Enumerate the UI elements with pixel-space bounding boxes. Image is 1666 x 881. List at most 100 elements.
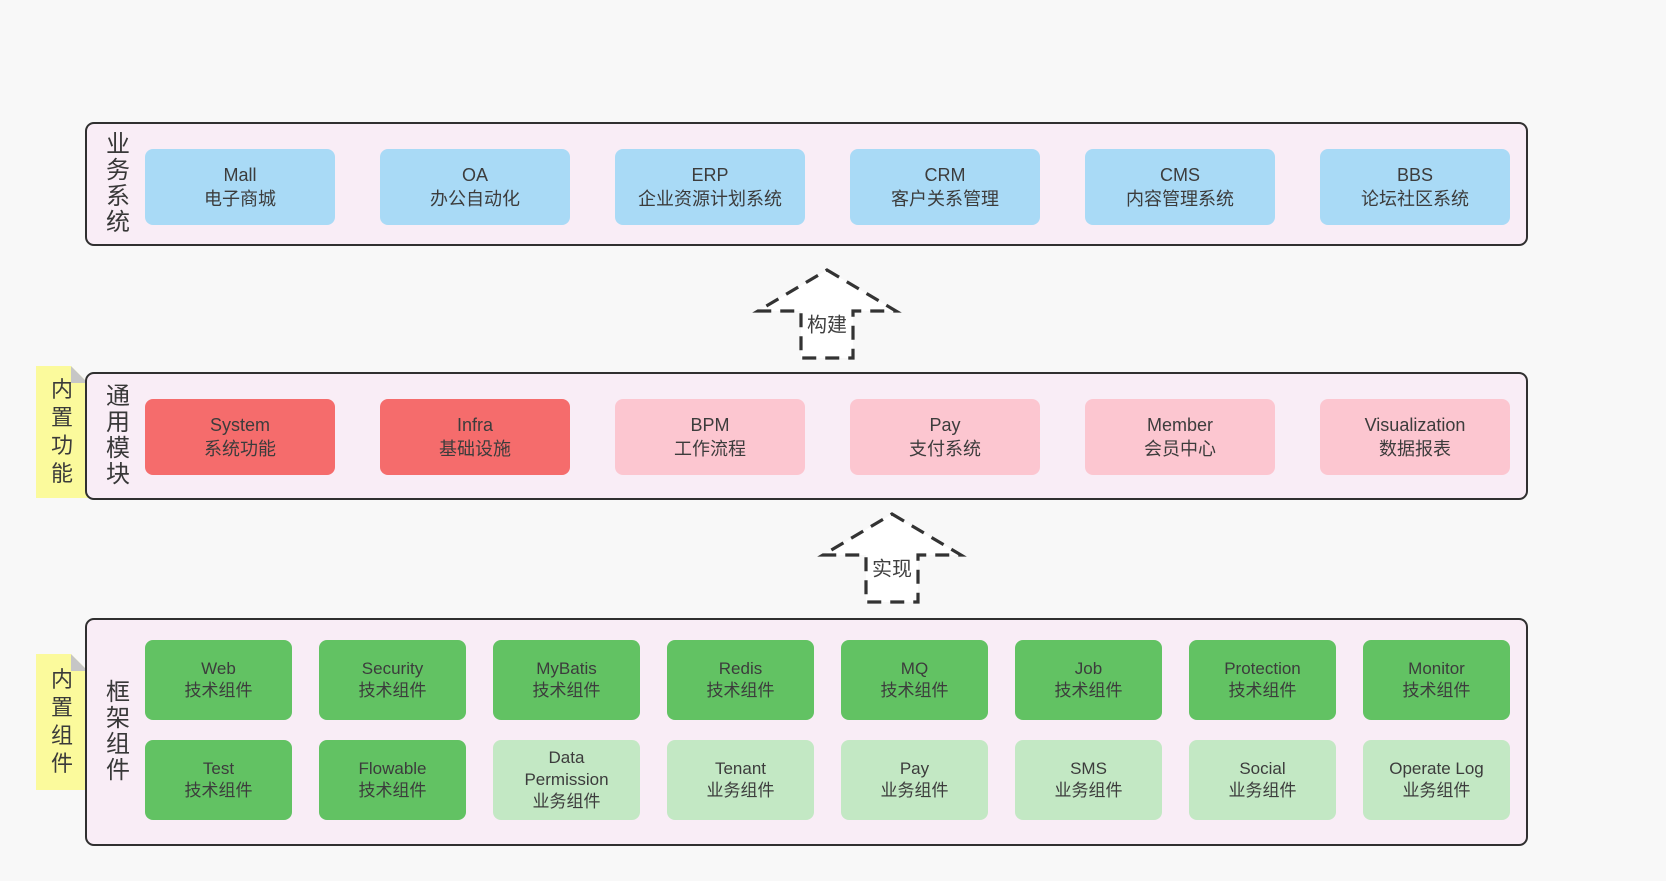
box-sms-name: SMS xyxy=(1070,759,1107,778)
box-member-name: Member xyxy=(1146,415,1213,435)
box-monitor-desc: 技术组件 xyxy=(1402,681,1471,700)
box-tenant-name: Tenant xyxy=(714,759,767,778)
modules-boxes-row: System 系统功能 Infra 基础设施 BPM 工作流程 Pay 支付系统… xyxy=(145,399,1510,475)
box-job: Job 技术组件 xyxy=(1015,640,1162,720)
box-protection-desc: 技术组件 xyxy=(1228,681,1297,700)
components-row-2: Test 技术组件 Flowable 技术组件 Data Permission … xyxy=(145,740,1510,820)
box-test-name: Test xyxy=(202,759,235,778)
box-visualization-desc: 数据报表 xyxy=(1379,439,1451,459)
box-pay-module-desc: 支付系统 xyxy=(909,439,981,459)
box-social: Social 业务组件 xyxy=(1189,740,1336,820)
box-job-name: Job xyxy=(1074,659,1103,678)
box-oa-name: OA xyxy=(461,165,488,185)
note-built-in-components: 内置组件 xyxy=(36,654,88,790)
box-mybatis-desc: 技术组件 xyxy=(532,681,601,700)
box-redis-desc: 技术组件 xyxy=(706,681,775,700)
box-visualization-name: Visualization xyxy=(1364,415,1466,435)
box-mall-desc: 电子商城 xyxy=(204,189,276,209)
box-redis-name: Redis xyxy=(718,659,763,678)
note-built-in-features: 内置功能 xyxy=(36,366,88,498)
box-bpm: BPM 工作流程 xyxy=(615,399,805,475)
box-system-name: System xyxy=(209,415,270,435)
band-business-label: 业务系统 xyxy=(106,131,130,236)
box-data-permission-name: Data Permission xyxy=(524,748,609,789)
box-erp: ERP 企业资源计划系统 xyxy=(615,149,805,225)
box-crm-desc: 客户关系管理 xyxy=(891,189,999,209)
box-data-permission-desc: 业务组件 xyxy=(532,792,601,811)
box-redis: Redis 技术组件 xyxy=(667,640,814,720)
box-member-desc: 会员中心 xyxy=(1144,439,1216,459)
box-tenant: Tenant 业务组件 xyxy=(667,740,814,820)
note-built-in-components-label: 内置组件 xyxy=(50,667,73,776)
box-protection-name: Protection xyxy=(1224,659,1301,678)
box-mybatis: MyBatis 技术组件 xyxy=(493,640,640,720)
box-job-desc: 技术组件 xyxy=(1054,681,1123,700)
box-monitor: Monitor 技术组件 xyxy=(1363,640,1510,720)
box-bbs-desc: 论坛社区系统 xyxy=(1361,189,1469,209)
box-member: Member 会员中心 xyxy=(1085,399,1275,475)
box-security-name: Security xyxy=(361,659,424,678)
box-oa-desc: 办公自动化 xyxy=(430,189,520,209)
box-pay-component-desc: 业务组件 xyxy=(880,781,949,800)
box-operate-log: Operate Log 业务组件 xyxy=(1363,740,1510,820)
box-sms: SMS 业务组件 xyxy=(1015,740,1162,820)
box-infra: Infra 基础设施 xyxy=(380,399,570,475)
box-cms-name: CMS xyxy=(1160,165,1200,185)
box-cms: CMS 内容管理系统 xyxy=(1085,149,1275,225)
box-social-desc: 业务组件 xyxy=(1228,781,1297,800)
box-mq: MQ 技术组件 xyxy=(841,640,988,720)
box-mall: Mall 电子商城 xyxy=(145,149,335,225)
box-pay-component: Pay 业务组件 xyxy=(841,740,988,820)
box-infra-desc: 基础设施 xyxy=(439,439,511,459)
box-pay-component-name: Pay xyxy=(899,759,930,778)
box-web: Web 技术组件 xyxy=(145,640,292,720)
box-pay-module: Pay 支付系统 xyxy=(850,399,1040,475)
box-protection: Protection 技术组件 xyxy=(1189,640,1336,720)
box-web-name: Web xyxy=(201,659,236,678)
band-components-label: 框架组件 xyxy=(106,679,130,784)
box-mq-name: MQ xyxy=(900,659,929,678)
box-monitor-name: Monitor xyxy=(1408,659,1465,678)
box-bpm-desc: 工作流程 xyxy=(674,439,746,459)
components-row-1: Web 技术组件 Security 技术组件 MyBatis 技术组件 Redi… xyxy=(145,640,1510,720)
box-mall-name: Mall xyxy=(223,165,257,185)
box-system: System 系统功能 xyxy=(145,399,335,475)
box-bbs: BBS 论坛社区系统 xyxy=(1320,149,1510,225)
box-bbs-name: BBS xyxy=(1396,165,1434,185)
box-cms-desc: 内容管理系统 xyxy=(1126,189,1234,209)
box-flowable: Flowable 技术组件 xyxy=(319,740,466,820)
box-flowable-desc: 技术组件 xyxy=(358,781,427,800)
box-tenant-desc: 业务组件 xyxy=(706,781,775,800)
box-system-desc: 系统功能 xyxy=(204,439,276,459)
box-crm-name: CRM xyxy=(924,165,966,185)
business-boxes-row: Mall 电子商城 OA 办公自动化 ERP 企业资源计划系统 CRM 客户关系… xyxy=(145,149,1510,225)
band-common-modules: 通用模块 System 系统功能 Infra 基础设施 BPM 工作流程 Pay… xyxy=(85,372,1528,500)
implement-arrow: 实现 xyxy=(817,510,967,604)
note-built-in-features-label: 内置功能 xyxy=(50,377,73,486)
box-social-name: Social xyxy=(1239,759,1286,778)
box-visualization: Visualization 数据报表 xyxy=(1320,399,1510,475)
box-mq-desc: 技术组件 xyxy=(880,681,949,700)
box-crm: CRM 客户关系管理 xyxy=(850,149,1040,225)
box-erp-name: ERP xyxy=(691,165,729,185)
box-mybatis-name: MyBatis xyxy=(536,659,597,678)
box-security-desc: 技术组件 xyxy=(358,681,427,700)
box-erp-desc: 企业资源计划系统 xyxy=(638,189,782,209)
box-web-desc: 技术组件 xyxy=(184,681,253,700)
box-operate-log-name: Operate Log xyxy=(1389,759,1484,778)
box-infra-name: Infra xyxy=(456,415,494,435)
box-operate-log-desc: 业务组件 xyxy=(1402,781,1471,800)
build-arrow: 构建 xyxy=(752,266,902,360)
box-oa: OA 办公自动化 xyxy=(380,149,570,225)
band-business-systems: 业务系统 Mall 电子商城 OA 办公自动化 ERP 企业资源计划系统 CRM… xyxy=(85,122,1528,246)
box-data-permission: Data Permission 业务组件 xyxy=(493,740,640,820)
box-sms-desc: 业务组件 xyxy=(1054,781,1123,800)
box-flowable-name: Flowable xyxy=(358,759,427,778)
box-test-desc: 技术组件 xyxy=(184,781,253,800)
build-arrow-label: 构建 xyxy=(803,307,851,339)
box-test: Test 技术组件 xyxy=(145,740,292,820)
box-pay-module-name: Pay xyxy=(929,415,961,435)
box-security: Security 技术组件 xyxy=(319,640,466,720)
box-bpm-name: BPM xyxy=(690,415,730,435)
implement-arrow-label: 实现 xyxy=(868,551,916,583)
